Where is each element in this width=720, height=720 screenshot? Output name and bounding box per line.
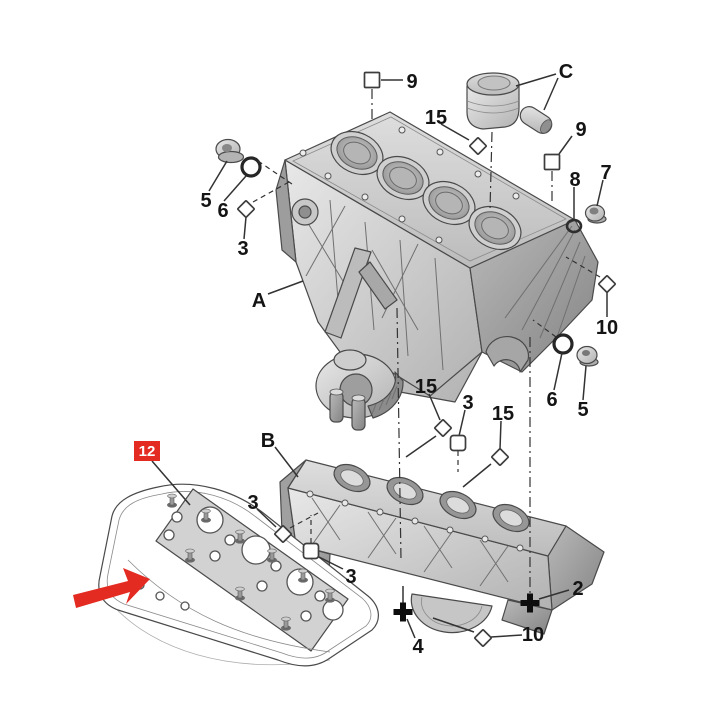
callout-10: 10 bbox=[522, 624, 544, 646]
callout-C: C bbox=[559, 61, 573, 83]
deck-bolt-holes bbox=[299, 126, 520, 244]
leader-line bbox=[223, 175, 247, 202]
leader-line bbox=[538, 589, 570, 600]
leader-line bbox=[532, 319, 557, 338]
leader-line bbox=[256, 508, 277, 528]
callout-B: B bbox=[261, 430, 275, 452]
gasket-studs bbox=[167, 493, 335, 631]
leader-line bbox=[267, 280, 304, 295]
leader-line bbox=[565, 256, 601, 278]
leader-line bbox=[490, 634, 523, 638]
callout-6: 6 bbox=[546, 389, 557, 411]
leader-line bbox=[596, 179, 604, 207]
leader-line bbox=[406, 618, 416, 639]
callout-3: 3 bbox=[237, 238, 248, 260]
leader-line bbox=[318, 556, 344, 570]
engine-block bbox=[275, 111, 599, 403]
oil-pump bbox=[315, 247, 404, 431]
leader-line bbox=[405, 435, 437, 458]
gasket-stud bbox=[281, 616, 291, 631]
highlight-box bbox=[134, 441, 160, 461]
callout-8: 8 bbox=[569, 169, 580, 191]
gasket-stud bbox=[325, 588, 335, 603]
callout-3: 3 bbox=[247, 492, 258, 514]
marker-diamond-icon bbox=[237, 200, 255, 218]
marker-diamond-icon bbox=[274, 525, 292, 543]
callout-12: 12 bbox=[139, 443, 156, 460]
callout-3: 3 bbox=[462, 392, 473, 414]
marker-square-icon bbox=[363, 71, 381, 89]
plug-7 bbox=[584, 204, 607, 224]
cylinder-bores bbox=[330, 130, 522, 251]
callout-2: 2 bbox=[572, 578, 583, 600]
callout-6: 6 bbox=[217, 200, 228, 222]
leader-line bbox=[396, 307, 402, 561]
leader-line bbox=[515, 73, 557, 87]
leader-line bbox=[274, 446, 299, 478]
callout-3: 3 bbox=[345, 566, 356, 588]
gasket-stud bbox=[267, 548, 277, 563]
gasket-stud bbox=[235, 586, 245, 601]
leader-line bbox=[428, 393, 441, 421]
sealing-plug-left bbox=[215, 138, 245, 164]
callout-5: 5 bbox=[200, 190, 211, 212]
marker-plus-icon bbox=[520, 593, 540, 613]
washer-8 bbox=[565, 218, 583, 234]
marker-square-r-icon bbox=[449, 434, 467, 452]
o-ring-left bbox=[240, 156, 262, 178]
bedplate bbox=[279, 459, 605, 635]
leader-line bbox=[243, 216, 247, 240]
leader-line bbox=[499, 420, 502, 450]
leader-line bbox=[582, 365, 587, 401]
callout-10: 10 bbox=[596, 317, 618, 339]
callout-4: 4 bbox=[412, 636, 424, 658]
marker-diamond-icon bbox=[491, 448, 509, 466]
gasket-stud bbox=[298, 568, 308, 583]
marker-diamond-icon bbox=[469, 137, 487, 155]
callout-5: 5 bbox=[577, 399, 588, 421]
gasket-stud bbox=[167, 493, 177, 508]
callout-9: 9 bbox=[406, 71, 417, 93]
callout-15: 15 bbox=[415, 376, 437, 398]
bearing-arches bbox=[333, 463, 530, 533]
marker-plus-icon bbox=[393, 602, 413, 622]
marker-square-icon bbox=[543, 153, 561, 171]
leader-line bbox=[543, 77, 559, 111]
gasket-stud bbox=[185, 548, 195, 563]
red-arrow bbox=[73, 568, 150, 608]
marker-square-r-icon bbox=[302, 542, 320, 560]
pan-bolt-bosses bbox=[306, 490, 524, 552]
gasket-stud bbox=[201, 508, 211, 523]
callout-9: 9 bbox=[575, 119, 586, 141]
leader-line bbox=[151, 460, 191, 506]
callout-15: 15 bbox=[492, 403, 514, 425]
leader-line bbox=[462, 463, 492, 488]
leader-line bbox=[252, 181, 290, 203]
leader-line bbox=[558, 135, 573, 155]
piston-pin bbox=[519, 106, 553, 134]
callout-15: 15 bbox=[425, 107, 447, 129]
callout-A: A bbox=[252, 290, 266, 312]
leader-line bbox=[208, 160, 228, 192]
leader-line bbox=[553, 352, 563, 391]
o-ring-right bbox=[552, 333, 574, 355]
marker-diamond-icon bbox=[598, 275, 616, 293]
leader-line bbox=[257, 160, 293, 185]
piston bbox=[466, 72, 520, 130]
leader-line bbox=[489, 131, 493, 211]
sealing-plug-right bbox=[576, 345, 599, 367]
marker-diamond-icon bbox=[434, 419, 452, 437]
leader-line bbox=[440, 123, 470, 141]
marker-diamond-icon bbox=[474, 629, 492, 647]
gasket-kit bbox=[98, 483, 379, 667]
leader-line bbox=[432, 617, 475, 633]
leader-line bbox=[458, 409, 466, 437]
callout-7: 7 bbox=[600, 162, 611, 184]
gasket-stud bbox=[235, 529, 245, 544]
